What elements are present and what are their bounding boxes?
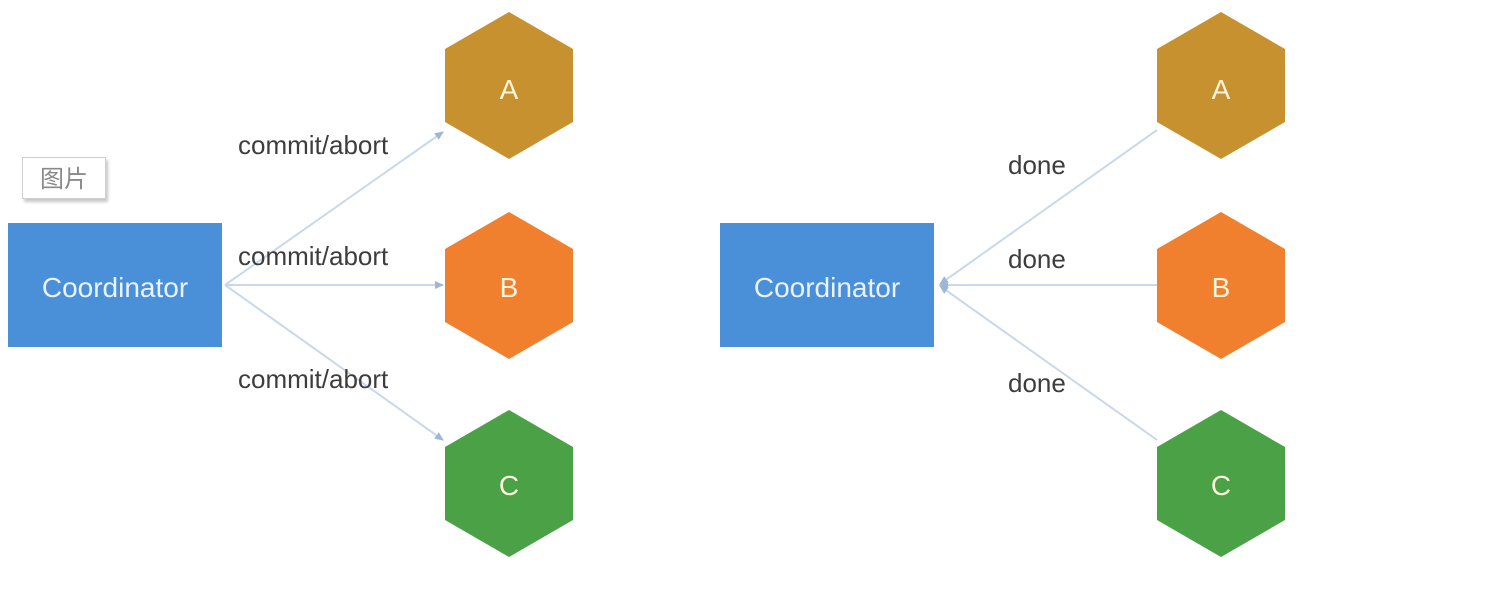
left-edge-label-a: commit/abort — [238, 130, 389, 160]
right-node-b-label: B — [1212, 272, 1231, 303]
right-diagram: done done done Coordinator A B C — [720, 12, 1285, 557]
right-node-a-label: A — [1212, 74, 1231, 105]
left-node-c: C — [445, 410, 573, 557]
right-edge-from-a — [939, 129, 1158, 285]
left-coordinator-box — [8, 223, 222, 347]
left-edge-to-a — [224, 131, 444, 286]
right-node-b: B — [1157, 212, 1285, 359]
left-node-a: A — [445, 12, 573, 159]
left-node-b-label: B — [500, 272, 519, 303]
right-node-a-hexagon — [1157, 12, 1285, 159]
right-edge-label-a: done — [1008, 150, 1066, 180]
left-node-a-hexagon — [445, 12, 573, 159]
right-edge-label-b: done — [1008, 244, 1066, 274]
left-node-b: B — [445, 212, 573, 359]
left-edge-label-b: commit/abort — [238, 241, 389, 271]
left-node-a-label: A — [500, 74, 519, 105]
right-edge-from-c — [939, 285, 1158, 441]
left-edge-label-c: commit/abort — [238, 364, 389, 394]
image-badge: 图片 — [22, 157, 106, 199]
right-coordinator-label: Coordinator — [754, 272, 900, 303]
right-edges — [939, 129, 1158, 441]
left-edges — [224, 131, 444, 441]
right-node-c-hexagon — [1157, 410, 1285, 557]
left-node-b-hexagon — [445, 212, 573, 359]
left-coordinator-label: Coordinator — [42, 272, 188, 303]
right-node-c-label: C — [1211, 470, 1231, 501]
left-edge-to-c — [224, 284, 444, 441]
left-diagram: commit/abort commit/abort commit/abort C… — [8, 12, 573, 557]
right-coordinator: Coordinator — [720, 223, 934, 347]
right-node-c: C — [1157, 410, 1285, 557]
left-node-c-hexagon — [445, 410, 573, 557]
right-coordinator-box — [720, 223, 934, 347]
right-node-b-hexagon — [1157, 212, 1285, 359]
right-edge-label-c: done — [1008, 368, 1066, 398]
left-node-c-label: C — [499, 470, 519, 501]
right-node-a: A — [1157, 12, 1285, 159]
left-coordinator: Coordinator — [8, 223, 222, 347]
